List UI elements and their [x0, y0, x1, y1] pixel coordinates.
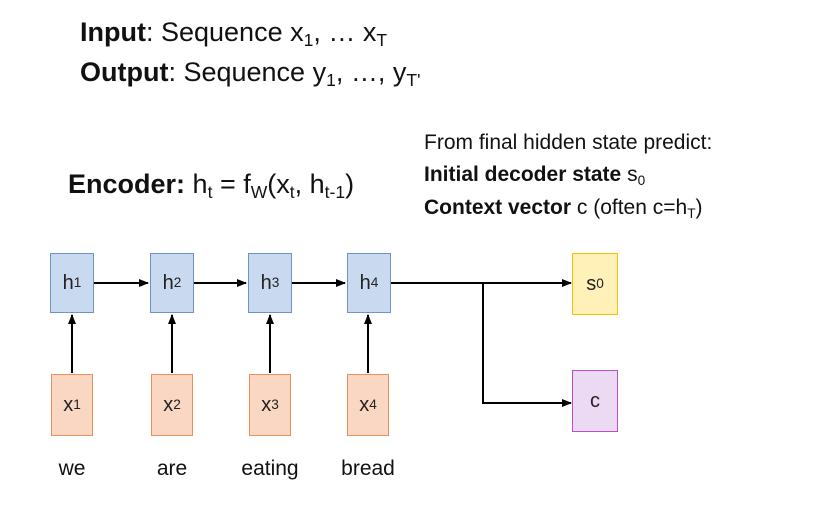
word-are: are: [156, 457, 188, 480]
predict-line-3: Context vector c (often c=hT): [424, 196, 703, 221]
input-text: : Sequence x: [145, 17, 304, 47]
word-bread: bread: [341, 457, 395, 480]
input-line: Input: Sequence x1, … xT: [80, 17, 388, 50]
output-label: Output: [80, 57, 169, 87]
context-vector-box: c: [572, 370, 618, 432]
word-we: we: [58, 457, 86, 480]
encoder-equation: Encoder: ht = fW(xt, ht-1): [68, 169, 355, 202]
encoder-label: Encoder:: [68, 169, 186, 199]
output-line: Output: Sequence y1, …, yT': [80, 57, 421, 90]
word-eating: eating: [241, 457, 299, 480]
output-text: : Sequence y: [168, 57, 327, 87]
arrow-branch-c: [482, 283, 572, 407]
predict-line-2: Initial decoder state s0: [424, 163, 646, 188]
predict-line-1: From final hidden state predict:: [424, 131, 713, 154]
input-label: Input: [80, 17, 146, 47]
